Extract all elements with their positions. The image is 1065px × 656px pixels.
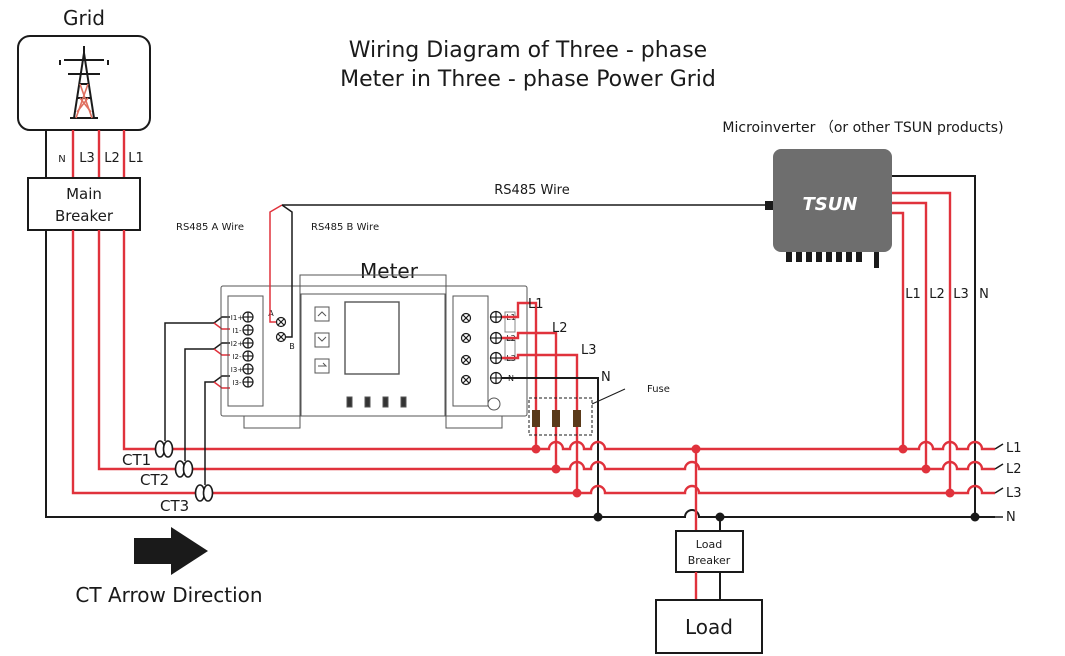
tsun-logo: TSUN [803,194,858,215]
meter-ct-terminals [242,311,254,388]
meter-terminal-i3m: I3- [232,379,242,387]
ct-direction-arrow-icon [134,527,208,575]
ct1-label: CT1 [122,451,151,469]
meter-body [220,274,528,429]
meter-terminal-i2p: I2+ [231,340,244,348]
main-breaker-box [27,177,141,231]
microinverter-rs485-port [765,201,773,210]
meter-terminal-i1p: I1+ [231,314,244,322]
meter-wire-label-n: N [601,370,611,385]
fuse-label: Fuse [647,384,670,395]
load-label: Load [685,615,733,639]
meter-terminal-a: A [268,309,274,318]
meter-terminal-i1m: I1- [232,327,242,335]
fuse-box [528,397,593,436]
ct-clamps [154,440,214,502]
rs485-a-label: RS485 A Wire [176,222,244,233]
bus-label-l1: L1 [1006,441,1022,456]
bus-label-n: N [1006,510,1016,525]
microinverter-label: Microinverter （or other TSUN products) [722,120,1003,136]
bus-lines [536,440,1004,518]
main-breaker-line-1: Main [66,185,102,203]
microinverter-body [773,149,892,252]
bus-label-l3: L3 [1006,486,1022,501]
meter-rs485-terminals [275,316,287,343]
ct3-label: CT3 [160,497,189,515]
meter-wire-label-l2: L2 [552,321,568,336]
load-breaker-line-1: Load [696,538,722,551]
meter-label: Meter [360,259,419,283]
bus-label-l2: L2 [1006,462,1022,477]
meter-terminal-b: B [289,342,295,351]
rs485-wire-label: RS485 Wire [494,183,569,198]
meter-terminal-i3p: I3+ [231,366,244,374]
title-line-2: Meter in Three - phase Power Grid [340,67,716,92]
meter-voltage-terminals [460,310,503,386]
ct-arrow-caption: CT Arrow Direction [75,583,262,607]
microinverter-connectors [786,252,879,268]
load-breaker-line-2: Breaker [688,554,731,567]
fuse-l3 [573,410,581,427]
title-line-1: Wiring Diagram of Three - phase [349,38,707,63]
grid-label: Grid [63,6,105,30]
ct2-label: CT2 [140,471,169,489]
grid-terminal-l3: L3 [79,151,95,166]
grid-terminal-l2: L2 [104,151,120,166]
meter-wire-label-l3: L3 [581,343,597,358]
rs485-b-label: RS485 B Wire [311,222,379,233]
load-box [655,599,763,654]
fuse-l1 [532,410,540,427]
power-tower-icon [59,46,109,119]
inverter-terminal-l3: L3 [953,287,969,302]
meter-wire-label-l1: L1 [528,297,544,312]
fuse-l2 [552,410,560,427]
fuse-pointer [591,388,626,405]
load-breaker-box [675,530,744,573]
grid-terminal-n: N [58,154,65,165]
inverter-terminal-l1: L1 [905,287,921,302]
junction-dots [531,444,980,522]
meter-terminal-i2m: I2- [232,353,242,361]
main-breaker-line-2: Breaker [55,207,114,225]
inverter-terminal-n: N [979,287,989,302]
grid-terminal-l1: L1 [128,151,144,166]
inverter-terminal-l2: L2 [929,287,945,302]
